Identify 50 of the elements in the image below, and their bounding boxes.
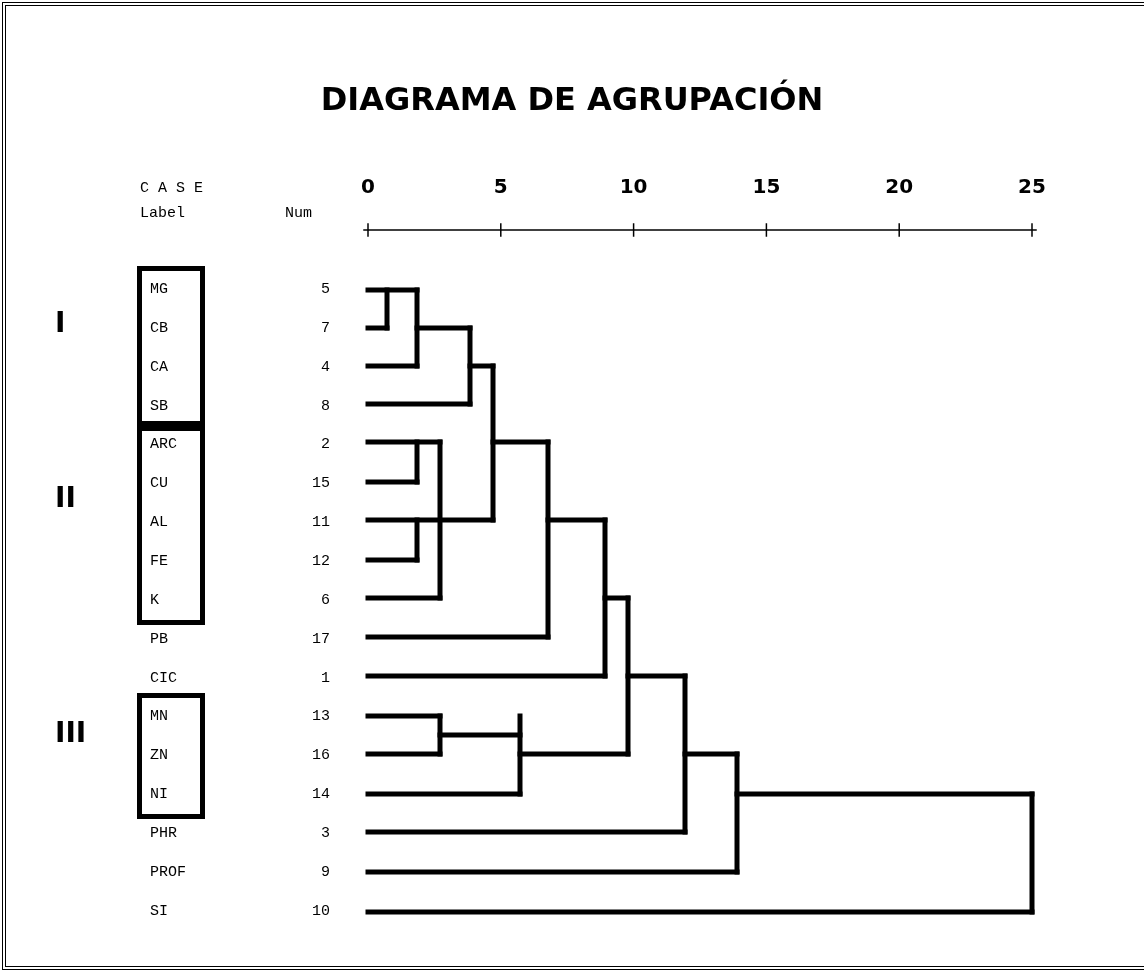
case-number: 11: [312, 514, 330, 533]
case-label: SB: [150, 397, 168, 416]
group-box: [137, 266, 205, 431]
case-label: AL: [150, 514, 168, 533]
group-box: [137, 693, 205, 820]
case-number: 16: [312, 747, 330, 766]
axis-tick-label: 5: [492, 174, 509, 198]
axis-tick-label: 0: [360, 174, 376, 198]
case-number: 13: [312, 708, 330, 727]
case-number: 3: [321, 824, 330, 843]
group-numeral: I: [55, 306, 66, 339]
axis-tick-label: 20: [884, 174, 915, 198]
case-header: C A S E: [140, 180, 203, 198]
case-label: PHR: [150, 824, 177, 843]
case-label: PROF: [150, 863, 186, 882]
case-number: 6: [321, 591, 330, 610]
column-header: Label: [140, 205, 185, 223]
case-label: MG: [150, 281, 168, 299]
group-numeral: III: [55, 716, 87, 749]
case-number: 9: [321, 863, 330, 882]
case-label: K: [150, 591, 159, 610]
case-number: 15: [312, 475, 330, 494]
case-label: PB: [150, 630, 168, 649]
case-label: CA: [150, 358, 168, 377]
case-label: ZN: [150, 747, 168, 766]
case-number: 1: [321, 669, 330, 688]
case-label: NI: [150, 786, 168, 805]
case-number: 2: [321, 436, 330, 455]
case-label: CIC: [150, 669, 177, 688]
case-number: 8: [321, 397, 330, 416]
case-label: FE: [150, 552, 168, 571]
group-numeral: II: [55, 481, 76, 514]
axis-tick-label: 15: [751, 174, 782, 198]
case-number: 12: [312, 552, 330, 571]
column-header: Num: [285, 205, 312, 223]
case-number: 4: [321, 358, 330, 377]
case-number: 10: [312, 902, 330, 921]
group-box: [137, 421, 205, 625]
case-label: ARC: [150, 436, 177, 455]
case-label: CU: [150, 475, 168, 494]
axis-tick-label: 25: [1017, 174, 1047, 198]
case-label: SI: [150, 902, 168, 921]
case-number: 17: [312, 630, 330, 649]
case-number: 14: [312, 786, 330, 805]
case-number: 7: [321, 319, 330, 338]
axis-tick-label: 10: [618, 174, 649, 198]
chart-title: DIAGRAMA DE AGRUPACIÓN: [319, 80, 825, 118]
case-number: 5: [321, 281, 330, 299]
case-label: CB: [150, 319, 168, 338]
case-label: MN: [150, 708, 168, 727]
